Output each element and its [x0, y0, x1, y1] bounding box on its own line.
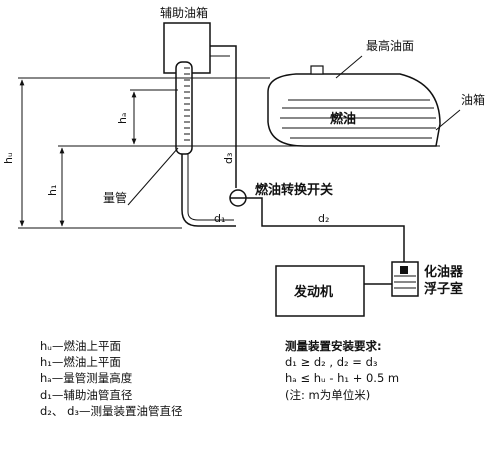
gauge-tube — [175, 61, 193, 155]
fuel-switch-label: 燃油转换开关 — [255, 182, 333, 198]
switch-to-carb-pipe — [246, 197, 405, 262]
requirement-line: d₁ ≥ d₂ , d₂ = d₃ — [285, 355, 378, 370]
engine-label: 发动机 — [293, 284, 333, 300]
legend-item: d₁—辅助油管直径 — [40, 387, 133, 402]
fuel-tank-label: 油箱 — [461, 92, 485, 107]
carb-label-2: 浮子室 — [424, 281, 463, 297]
requirement-line: hₐ ≤ hᵤ - h₁ + 0.5 m — [285, 371, 400, 386]
engine-box — [275, 265, 365, 317]
fuel-label: 燃油 — [330, 111, 356, 127]
gauge-drain-pipe-inner — [187, 154, 234, 221]
max-level-leader — [335, 55, 363, 79]
fuel-surface-lines — [280, 99, 436, 139]
fuel-tank-cap — [310, 65, 324, 75]
dim-ha-label: hₐ — [116, 113, 129, 124]
install-requirements: 测量装置安装要求: d₁ ≥ d₂ , d₂ = d₃ hₐ ≤ hᵤ - h₁… — [285, 338, 399, 403]
legend-item: d₂、 d₃—测量装置油管直径 — [40, 403, 183, 418]
requirements-title: 测量装置安装要求: — [285, 339, 382, 353]
legend: hᵤ—燃油上平面 h₁—燃油上平面 hₐ—量管测量高度 d₁—辅助油管直径 d₂… — [40, 338, 182, 419]
legend-item: h₁—燃油上平面 — [40, 355, 121, 370]
requirement-note: (注: m为单位米) — [285, 387, 371, 402]
float-icon — [400, 266, 408, 274]
gauge-tube-leader — [127, 147, 179, 206]
dim-h1-label: h₁ — [46, 185, 59, 196]
max-level-label: 最高油面 — [366, 38, 414, 53]
dim-d2-label: d₂ — [318, 212, 329, 225]
legend-item: hₐ—量管测量高度 — [40, 371, 133, 386]
aux-tank-label: 辅助油箱 — [160, 5, 208, 20]
carb-label-1: 化油器 — [424, 264, 464, 280]
float-chamber-fuel-lines — [394, 275, 416, 289]
dim-d3-label: d₃ — [222, 153, 235, 164]
fuel-tank-shape — [267, 73, 441, 147]
gauge-tube-label: 量管 — [103, 190, 127, 205]
gauge-tube-scale — [184, 67, 190, 141]
fuel-tank-leader — [435, 109, 461, 131]
gauge-drain-pipe — [181, 154, 236, 227]
aux-line-d3 — [210, 45, 237, 188]
dim-d1-label: d₁ — [214, 212, 225, 225]
dim-hu-label: hᵤ — [2, 153, 15, 164]
legend-item: hᵤ—燃油上平面 — [40, 339, 121, 353]
